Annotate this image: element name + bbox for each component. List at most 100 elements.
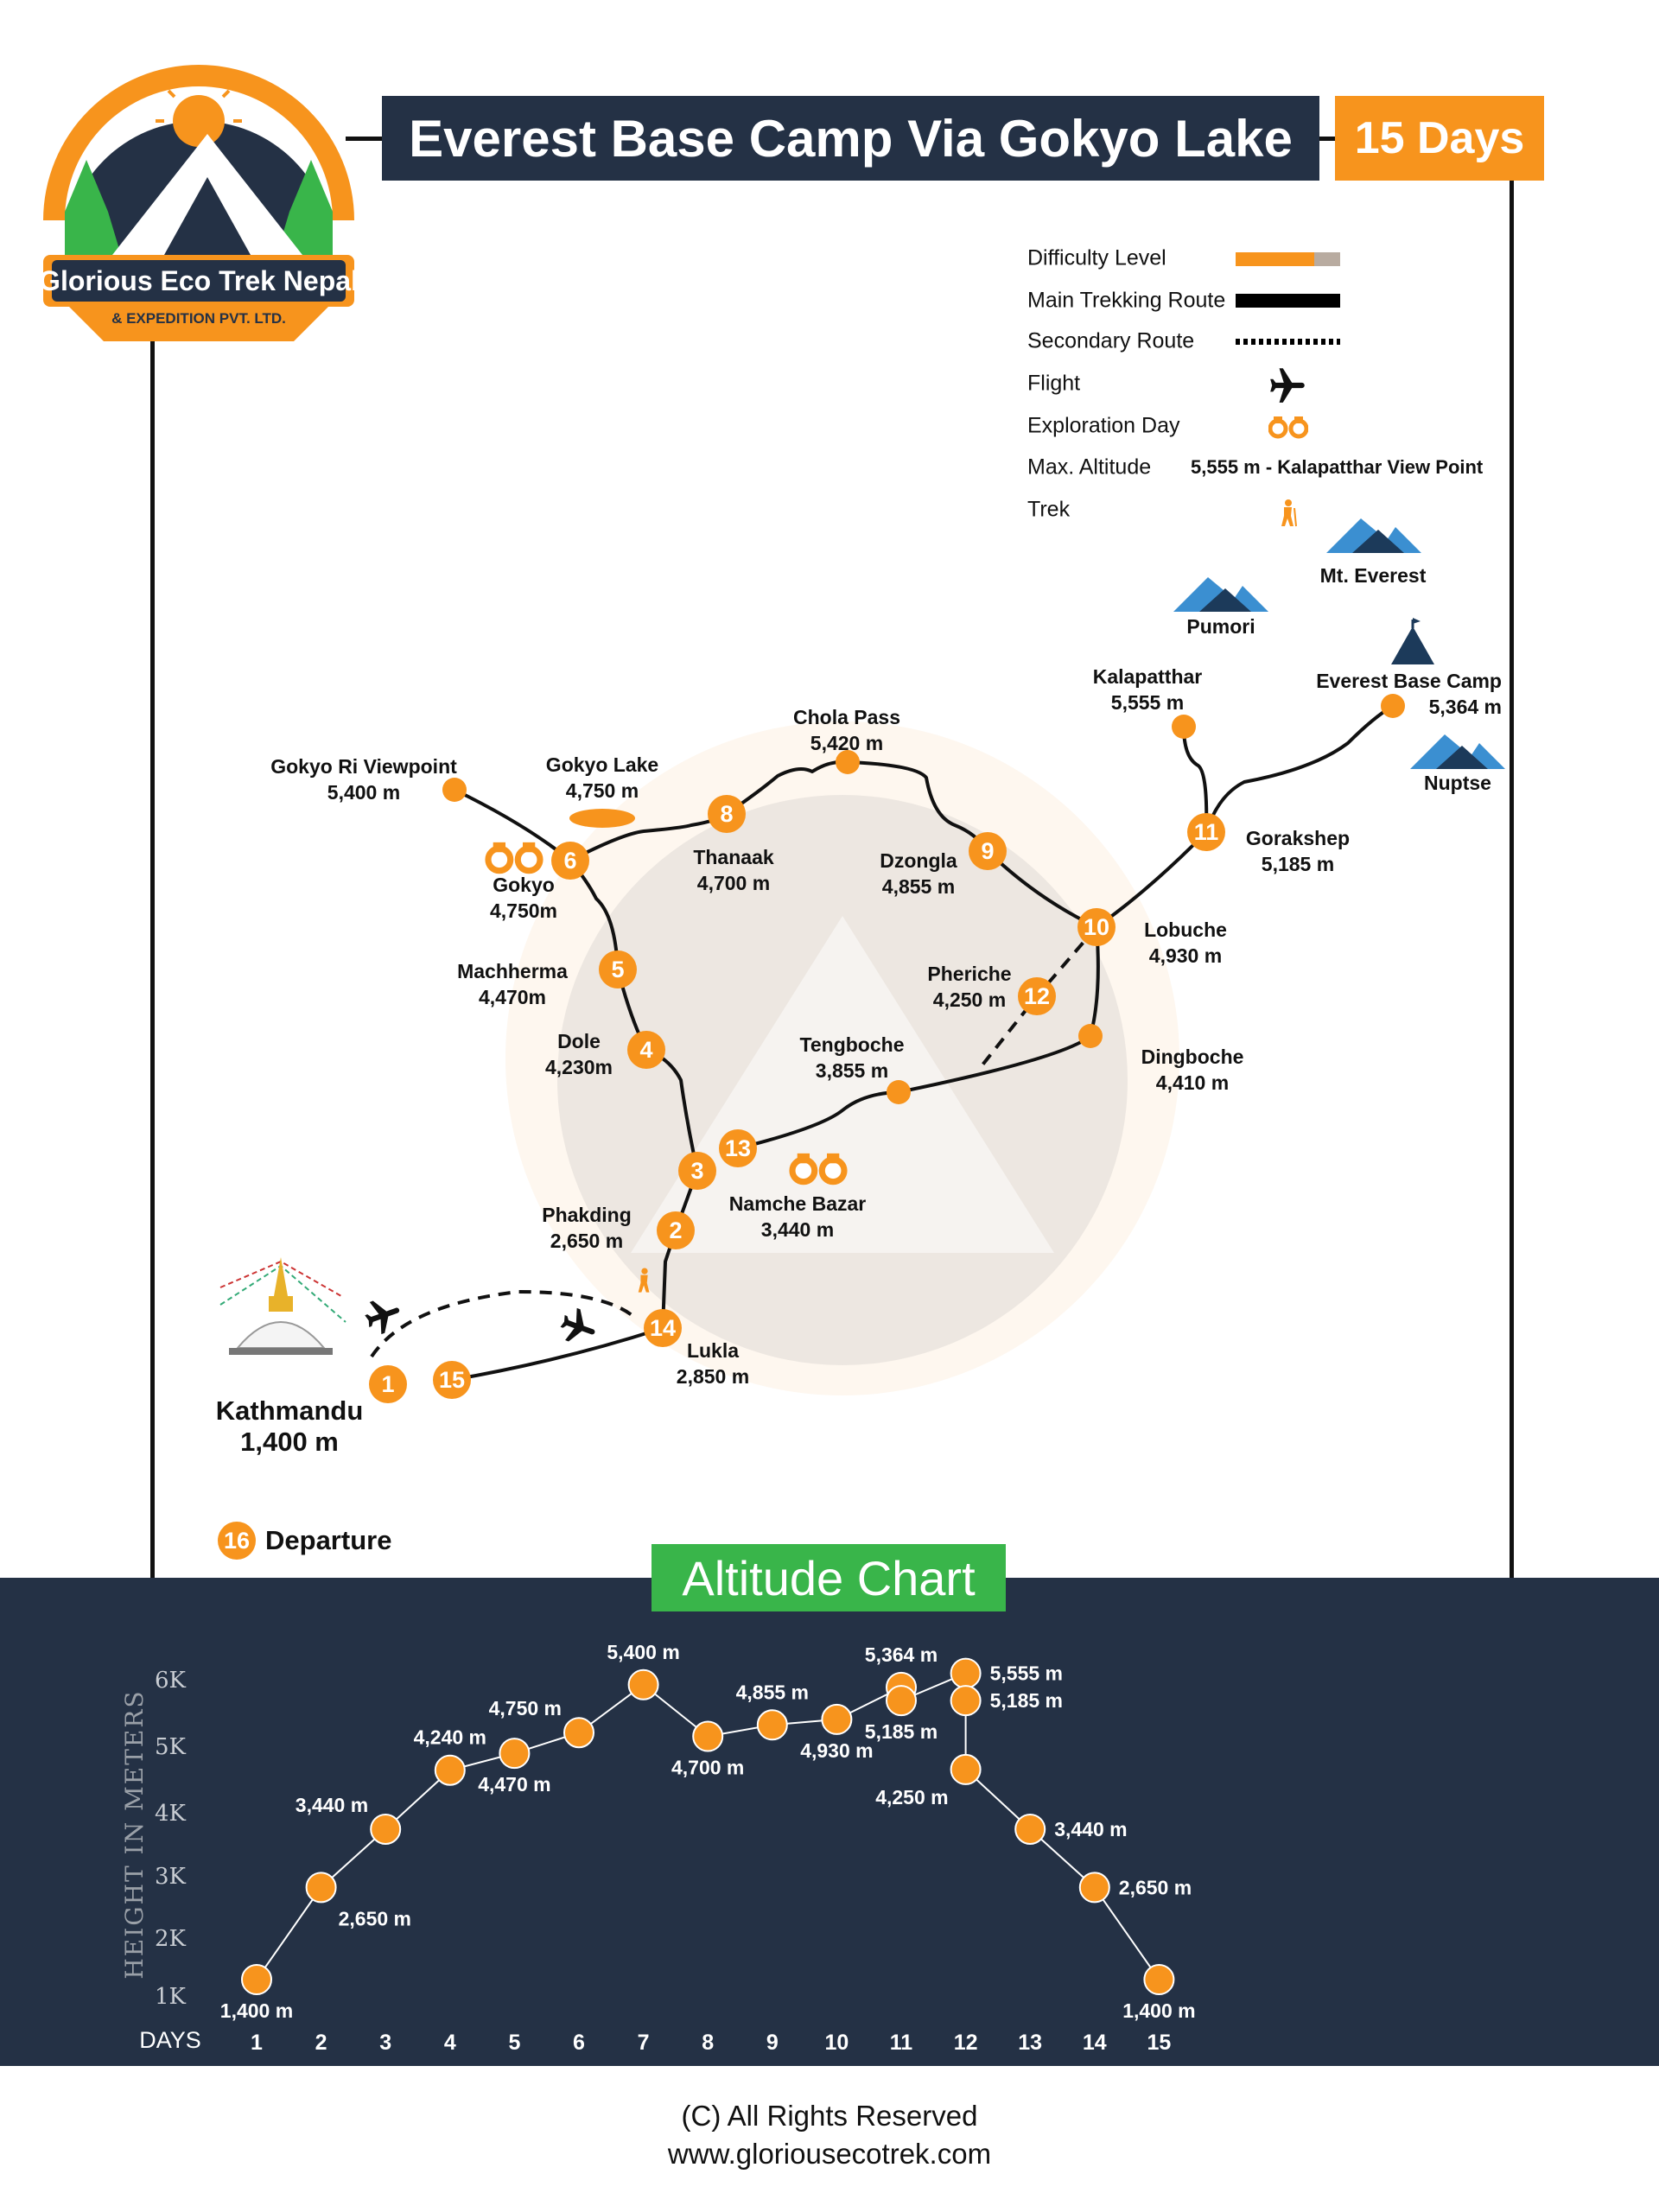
plane-icon (560, 1307, 595, 1342)
x-tick-label: 3 (379, 2031, 391, 2055)
place-name: Lukla (686, 1339, 740, 1362)
place-altitude: 4,750m (489, 899, 558, 922)
data-label: 4,930 m (800, 1739, 873, 1762)
place-altitude: 4,700 m (696, 872, 771, 894)
peak-label: Mt. Everest (1319, 564, 1427, 587)
data-label: 4,250 m (875, 1786, 948, 1808)
x-tick-label: 2 (315, 2031, 327, 2055)
mountain-icon-pumori (1173, 577, 1268, 612)
data-point (950, 1657, 982, 1689)
secondary-route-swatch (1236, 339, 1340, 345)
day-marker: 8 (708, 795, 746, 833)
frame-top-line-2 (1319, 137, 1337, 141)
place-altitude: 3,855 m (815, 1059, 889, 1082)
y-axis-label: HEIGHT IN METERS (120, 1689, 149, 1979)
frame-left-line (150, 339, 155, 1580)
main-route-kalapatthar (1182, 725, 1209, 834)
place-name: Chola Pass (793, 706, 900, 728)
binoculars-icon (1268, 416, 1308, 439)
legend-main-route-label: Main Trekking Route (1027, 288, 1226, 313)
main-route-swatch (1236, 294, 1340, 308)
data-point (756, 1709, 788, 1741)
place-name: Dzongla (880, 849, 957, 872)
data-point (821, 1703, 853, 1735)
place-name: Everest Base Camp (1316, 670, 1502, 692)
x-tick-label: 13 (1018, 2031, 1042, 2055)
page-title: Everest Base Camp Via Gokyo Lake (382, 96, 1319, 181)
place-dot (1078, 1024, 1103, 1048)
place-name: Namche Bazar (728, 1192, 867, 1215)
company-logo: Glorious Eco Trek Nepal & EXPEDITION PVT… (35, 39, 363, 359)
place-altitude: 3,440 m (760, 1218, 835, 1241)
legend-flight-label: Flight (1027, 371, 1081, 396)
x-tick-label: 5 (508, 2031, 520, 2055)
website-link[interactable]: www.gloriousecotrek.com (667, 2138, 992, 2170)
y-tick-label: 4K (155, 1801, 187, 1827)
data-label: 4,240 m (414, 1726, 486, 1749)
place-dot (1381, 694, 1405, 718)
place-name: Dole (557, 1030, 601, 1052)
x-axis-label: DAYS (139, 2027, 201, 2053)
place-altitude: 4,230m (544, 1056, 613, 1078)
x-tick-label: 15 (1147, 2031, 1171, 2055)
data-point (627, 1669, 659, 1700)
place-name: Kathmandu (215, 1395, 364, 1426)
place-altitude: 4,750 m (565, 779, 639, 802)
place-label: Chola Pass 5,420 m (793, 704, 900, 756)
place-label: Phakding 2,650 m (542, 1202, 632, 1254)
data-point (950, 1753, 982, 1785)
data-point (563, 1717, 594, 1749)
day-marker: 13 (719, 1129, 757, 1167)
data-label: 5,364 m (865, 1643, 938, 1666)
place-label: Dzongla 4,855 m (880, 848, 957, 899)
data-label: 5,555 m (990, 1662, 1063, 1685)
place-altitude: 4,855 m (881, 875, 956, 898)
altitude-chart-title: Altitude Chart (652, 1544, 1006, 1611)
frame-right-line (1510, 181, 1514, 1580)
place-name: Phakding (542, 1204, 632, 1226)
mountain-icon-nuptse (1410, 734, 1505, 769)
x-tick-label: 6 (573, 2031, 585, 2055)
place-altitude: 5,420 m (810, 732, 884, 754)
legend-exploration-label: Exploration Day (1027, 413, 1180, 438)
place-name: Kalapatthar (1092, 665, 1203, 688)
place-label: Everest Base Camp 5,364 m (1316, 668, 1502, 720)
day-marker: 5 (599, 950, 637, 988)
data-label: 5,185 m (990, 1689, 1063, 1712)
x-tick-label: 1 (251, 2031, 263, 2055)
place-name: Gorakshep (1245, 827, 1351, 849)
data-label: 4,470 m (478, 1773, 550, 1796)
x-tick-label: 12 (954, 2031, 978, 2055)
place-name: Thanaak (693, 846, 774, 868)
stupa-icon (219, 1257, 346, 1355)
place-altitude: 5,364 m (1428, 696, 1502, 718)
data-point (1143, 1964, 1175, 1995)
day-marker: 2 (657, 1211, 695, 1249)
data-label: 4,700 m (671, 1757, 744, 1779)
data-point (305, 1872, 337, 1904)
y-tick-label: 1K (155, 1984, 187, 2010)
difficulty-bar (1236, 252, 1340, 266)
place-altitude: 4,470m (478, 986, 547, 1008)
place-name: Gokyo (493, 874, 555, 896)
place-label: Dole 4,230m (545, 1028, 613, 1080)
day-marker: 3 (678, 1152, 716, 1190)
data-label: 3,440 m (1054, 1818, 1127, 1840)
place-dot (1172, 715, 1196, 739)
y-tick-label: 3K (155, 1864, 187, 1890)
place-name: Machherma (457, 960, 568, 982)
x-tick-label: 9 (766, 2031, 779, 2055)
legend-secondary-route-label: Secondary Route (1027, 328, 1195, 353)
data-label: 1,400 m (1122, 1999, 1195, 2022)
place-altitude: 2,650 m (550, 1230, 624, 1252)
series-line-segment (1093, 1886, 1160, 1980)
plane-icon (1270, 368, 1305, 403)
hiker-icon (1281, 499, 1297, 527)
